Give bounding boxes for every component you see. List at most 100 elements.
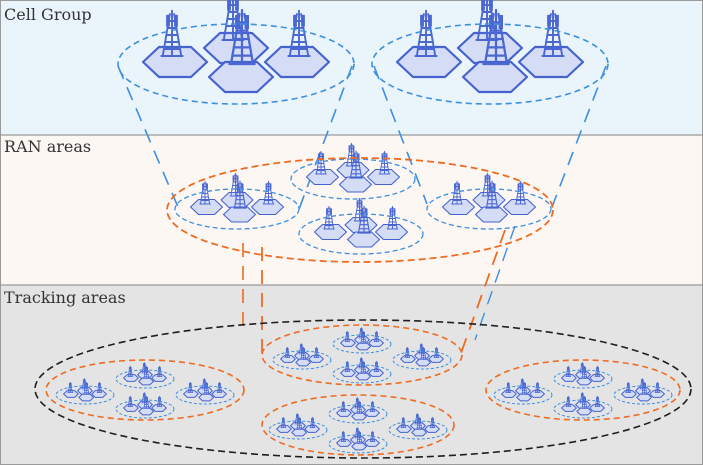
- tower-antenna: [343, 432, 345, 435]
- cell-group-boundary: [553, 399, 613, 419]
- tower-antenna: [227, 0, 231, 11]
- cell-group-boundary: [553, 369, 613, 389]
- hexagonal-cell-icon: [461, 60, 529, 94]
- hexagonal-cell-icon: [295, 358, 311, 367]
- cell-tower-icon: [203, 381, 210, 395]
- tower-antenna: [361, 358, 363, 362]
- cell-group-cluster: [395, 0, 585, 94]
- tower-antenna: [363, 332, 365, 336]
- tower-antenna: [174, 14, 178, 27]
- tower-antenna: [488, 183, 491, 191]
- hexagonal-cell-icon: [529, 390, 545, 398]
- hexagonal-cell-icon: [355, 372, 371, 381]
- cell-tower-icon: [344, 360, 351, 372]
- tower-antenna: [99, 383, 101, 386]
- tower-antenna: [219, 383, 221, 386]
- cell-tower-icon: [313, 346, 320, 358]
- tower-antenna: [584, 367, 586, 371]
- tower-antenna: [359, 432, 361, 436]
- hexagonal-cell-icon: [561, 404, 577, 412]
- tower-antenna: [68, 383, 70, 386]
- hexagonal-cell-icon: [517, 45, 585, 79]
- cell-tower-icon: [356, 400, 363, 414]
- tower-antenna: [130, 397, 132, 400]
- hexagonal-cell-icon: [276, 425, 292, 433]
- cell-group-boundary: [493, 385, 553, 405]
- tower-antenna: [582, 363, 584, 367]
- tower-antenna: [596, 397, 598, 400]
- tower-antenna: [218, 383, 220, 386]
- hexagonal-cell-icon: [396, 425, 412, 433]
- hexagonal-cell-icon: [366, 168, 401, 186]
- cell-tower-icon: [378, 150, 391, 175]
- cell-tower-icon: [287, 9, 311, 57]
- tower-antenna: [371, 432, 373, 435]
- cell-tower-icon: [505, 381, 512, 393]
- tower-antenna: [98, 383, 100, 386]
- cell-tower-icon: [323, 205, 335, 230]
- tower-antenna: [566, 397, 568, 400]
- cell-tower-icon: [340, 400, 347, 412]
- tracking-mini-cluster: [280, 343, 324, 367]
- cell-group-boundary: [332, 364, 392, 384]
- tower-antenna: [190, 383, 192, 386]
- tower-antenna: [343, 402, 345, 405]
- ran-area-boundary: [261, 394, 455, 456]
- tower-antenna: [628, 383, 630, 386]
- tower-antenna: [236, 183, 239, 191]
- cell-tower-icon: [429, 416, 436, 428]
- tower-antenna: [295, 414, 297, 418]
- tower-antenna: [372, 402, 374, 405]
- hexagonal-cell-icon: [222, 206, 257, 223]
- tower-antenna: [341, 432, 343, 435]
- tower-antenna: [318, 153, 320, 160]
- hexagonal-cell-icon: [395, 45, 463, 79]
- hexagonal-cell-icon: [368, 339, 384, 347]
- tracking-mini-cluster: [123, 362, 167, 386]
- tower-antenna: [580, 393, 582, 397]
- zoom-line: [474, 225, 516, 341]
- cell-group-boundary: [115, 369, 175, 389]
- hexagonal-cell-icon: [123, 404, 139, 412]
- hexagonal-cell-icon: [91, 390, 107, 398]
- cell-tower-icon: [360, 330, 367, 344]
- tower-antenna: [241, 183, 244, 191]
- tower-antenna: [158, 367, 160, 370]
- hexagonal-cell-icon: [636, 393, 652, 402]
- tower-antenna: [299, 344, 301, 348]
- cell-tower-icon: [565, 365, 572, 377]
- tower-antenna: [357, 153, 360, 161]
- ran-areas-label: RAN areas: [4, 137, 91, 156]
- cell-tower-icon: [420, 346, 427, 360]
- tower-antenna: [436, 348, 438, 351]
- hexagonal-cell-icon: [621, 390, 637, 398]
- hexagonal-cell-icon: [576, 407, 592, 416]
- tower-antenna: [517, 183, 520, 190]
- tower-antenna: [644, 383, 646, 387]
- hexagonal-cell-icon: [308, 355, 324, 363]
- hexagonal-cell-icon: [63, 390, 79, 398]
- tower-antenna: [415, 414, 417, 418]
- tracking-mini-cluster: [123, 392, 167, 416]
- tower-antenna: [508, 383, 510, 386]
- tower-antenna: [142, 393, 144, 397]
- tower-antenna: [297, 418, 299, 422]
- tower-antenna: [311, 418, 313, 421]
- tower-antenna: [568, 367, 570, 370]
- cell-group-boundary: [328, 404, 388, 424]
- tower-antenna: [580, 363, 582, 367]
- tower-antenna: [202, 379, 204, 383]
- hexagonal-cell-icon: [183, 390, 199, 398]
- tower-antenna: [657, 383, 659, 386]
- tracking-mini-cluster: [621, 378, 665, 402]
- cell-tower-icon: [340, 430, 347, 442]
- tower-antenna: [417, 414, 419, 418]
- tower-antenna: [236, 175, 239, 182]
- tower-antenna: [204, 383, 206, 387]
- hexagonal-cell-icon: [280, 355, 296, 363]
- zoom-line: [551, 65, 607, 208]
- tower-antenna: [521, 183, 524, 190]
- hexagonal-cell-icon: [304, 425, 320, 433]
- cell-tower-icon: [315, 150, 327, 175]
- hexagonal-cell-icon: [364, 439, 380, 447]
